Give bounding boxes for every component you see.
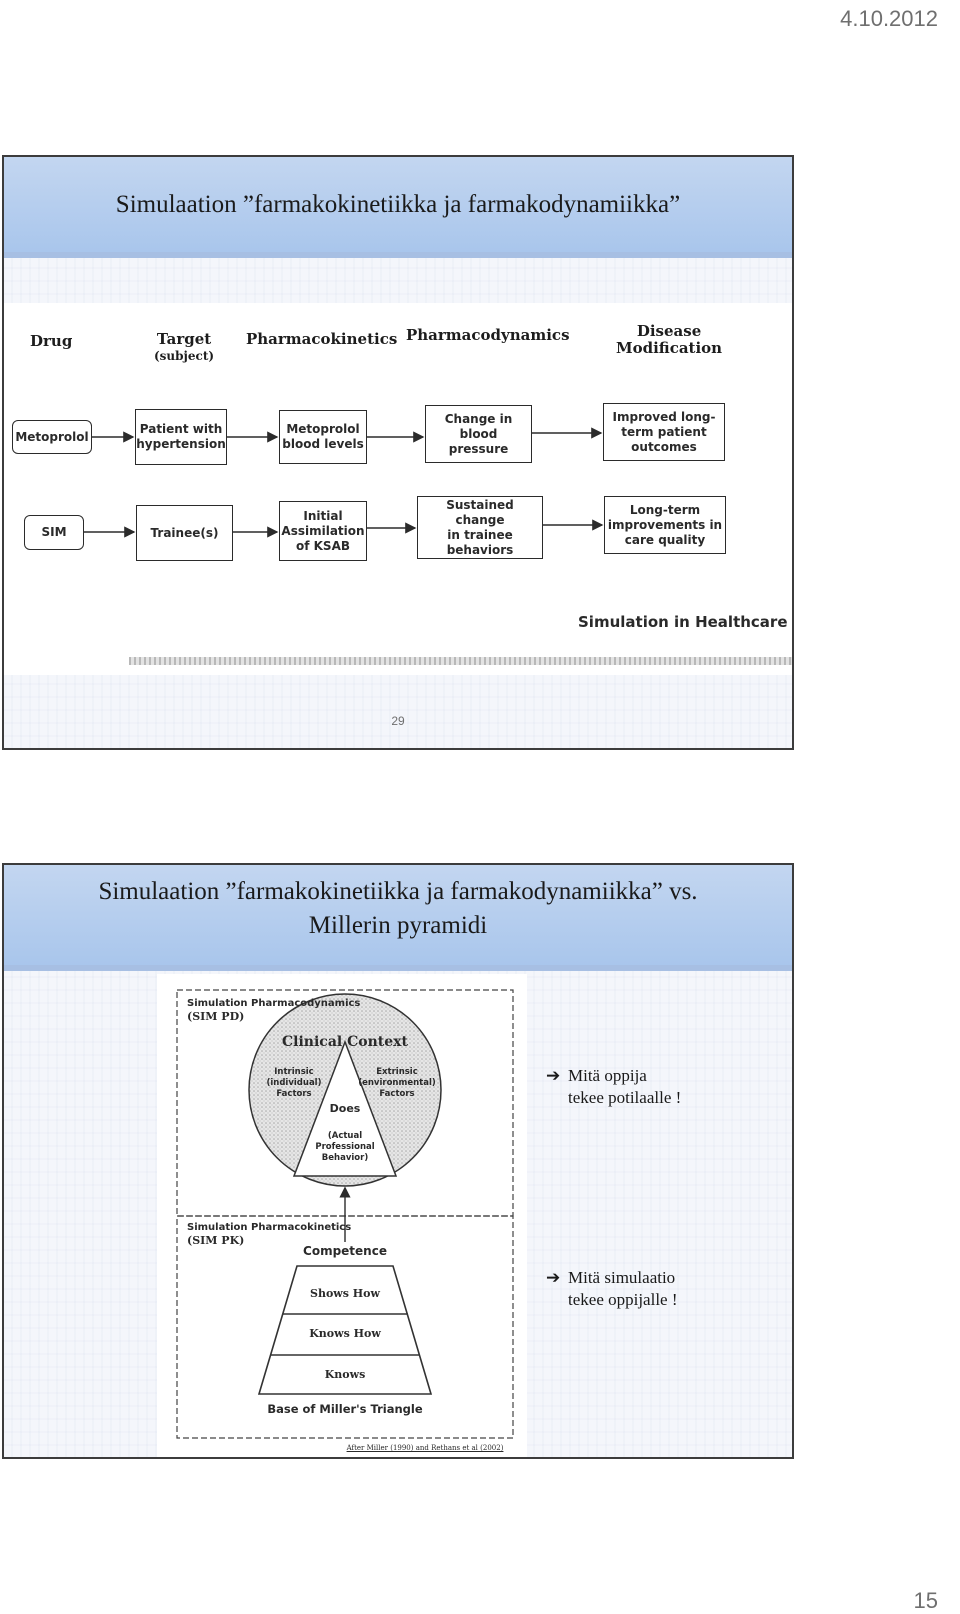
bullet-oppija: ➔ Mitä oppija tekee potilaalle ! — [546, 1065, 681, 1109]
extrinsic-factors-label: Extrinsic (environmental) Factors — [358, 1067, 436, 1099]
column-head-disease-modification: Disease Modification — [616, 322, 723, 357]
miller-diagram-graphics — [176, 989, 514, 1439]
competence-label: Competence — [303, 1244, 387, 1258]
bullet-line1: Mitä oppija — [568, 1066, 647, 1085]
slide-title: Simulaation ”farmakokinetiikka ja farmak… — [115, 191, 681, 218]
page-date: 4.10.2012 — [840, 6, 938, 31]
column-head-pharmacokinetics: Pharmacokinetics — [246, 330, 398, 348]
base-label: Base of Miller's Triangle — [267, 1402, 423, 1416]
bullet-simulaatio: ➔ Mitä simulaatio tekee oppijalle ! — [546, 1267, 678, 1311]
column-head-pharmacodynamics: Pharmacodynamics — [406, 326, 570, 344]
box-metoprolol-blood-levels: Metoprolol blood levels — [279, 410, 367, 464]
miller-diagram: Simulation Pharmacodynamics (SIM PD) Cli… — [157, 974, 527, 1457]
sim-pd-label: Simulation Pharmacodynamics — [187, 998, 361, 1009]
source-caption: Simulation in Healthcare — [578, 613, 788, 631]
slide-miller-pyramid: Simulaation ”farmakokinetiikka ja farmak… — [2, 863, 794, 1459]
clinical-context-label: Clinical Context — [282, 1034, 408, 1050]
shows-how-label: Shows How — [310, 1287, 380, 1300]
slide-title-line2: Millerin pyramidi — [308, 912, 488, 939]
column-head-drug: Drug — [30, 332, 73, 350]
target-label: Target — [156, 330, 212, 348]
flow-arrows — [84, 427, 604, 538]
does-label: Does — [329, 1102, 361, 1115]
column-head-target: Target (subject) — [154, 331, 214, 365]
slide-title-line1: Simulaation ”farmakokinetiikka ja farmak… — [98, 878, 698, 905]
right-arrow-icon: ➔ — [546, 1268, 561, 1287]
right-arrow-icon: ➔ — [546, 1066, 561, 1085]
citation-label: After Miller (1990) and Rethans et al (2… — [346, 1444, 504, 1452]
box-change-in-blood-pressure: Change in blood pressure — [425, 405, 532, 463]
bullet-line2: tekee oppijalle ! — [568, 1290, 678, 1309]
slide-header: Simulaation ”farmakokinetiikka ja farmak… — [4, 157, 792, 258]
bullet-line1: Mitä simulaatio — [568, 1268, 676, 1287]
sim-pk-abbr: (SIM PK) — [187, 1234, 245, 1247]
slide-header: Simulaation ”farmakokinetiikka ja farmak… — [4, 865, 792, 971]
box-trainees: Trainee(s) — [136, 505, 233, 561]
slide-title: Simulaation ”farmakokinetiikka ja farmak… — [4, 875, 792, 943]
box-initial-assimilation: Initial Assimilation of KSAB — [279, 501, 367, 561]
pk-pd-flowchart: Drug Target (subject) Pharmacokinetics P… — [4, 303, 792, 675]
bullet-line2: tekee potilaalle ! — [568, 1088, 682, 1107]
slide-number: 29 — [391, 714, 405, 728]
page-number: 15 — [913, 1588, 938, 1613]
scan-edge — [129, 657, 792, 665]
box-metoprolol: Metoprolol — [12, 420, 92, 454]
sim-pd-abbr: (SIM PD) — [187, 1010, 245, 1023]
intrinsic-factors-label: Intrinsic (individual) Factors — [266, 1067, 322, 1099]
box-sustained-change: Sustained change in trainee behaviors — [417, 496, 543, 559]
slide-29: Simulaation ”farmakokinetiikka ja farmak… — [2, 155, 794, 750]
box-improved-long-term-outcomes: Improved long- term patient outcomes — [603, 403, 725, 461]
target-sublabel: (subject) — [154, 349, 215, 363]
box-patient-with-hypertension: Patient with hypertension — [135, 409, 227, 465]
actual-behavior-label: (Actual Professional Behavior) — [315, 1131, 375, 1163]
box-long-term-improvements: Long-term improvements in care quality — [604, 496, 726, 554]
box-sim: SIM — [24, 515, 84, 550]
knows-label: Knows — [324, 1368, 366, 1381]
knows-how-label: Knows How — [309, 1327, 381, 1340]
sim-pk-label: Simulation Pharmacokinetics — [187, 1222, 352, 1233]
